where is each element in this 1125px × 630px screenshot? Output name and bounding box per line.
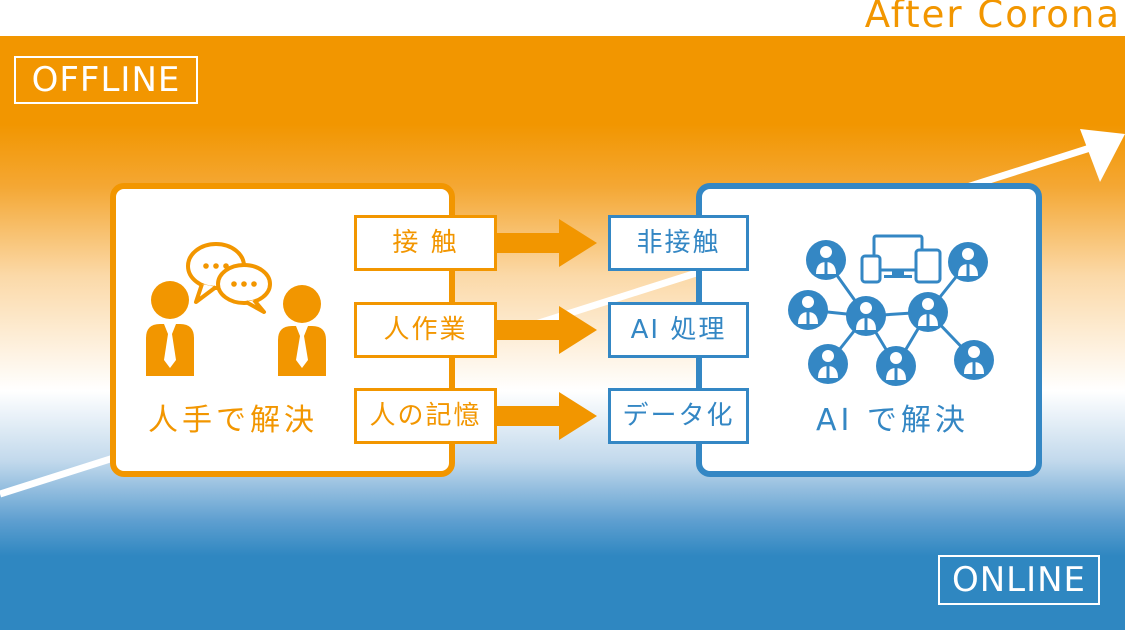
before-item-manual-work: 人作業 xyxy=(354,302,497,358)
manual-solution-label: 人手で解決 xyxy=(148,403,318,438)
chat-bubbles-icon xyxy=(186,242,272,314)
online-tag: ONLINE xyxy=(938,555,1100,605)
devices-icon xyxy=(860,234,942,284)
after-corona-label: After Corona xyxy=(864,0,1121,36)
after-item-datafication: データ化 xyxy=(608,388,749,444)
offline-tag: OFFLINE xyxy=(14,56,198,104)
arrow-right-icon xyxy=(497,392,597,440)
after-item-ai-processing: AI 処理 xyxy=(608,302,749,358)
before-item-human-memory: 人の記憶 xyxy=(354,388,497,444)
after-item-contactless: 非接触 xyxy=(608,215,749,271)
arrow-right-icon xyxy=(497,306,597,354)
arrow-right-icon xyxy=(497,219,597,267)
businessman-icon xyxy=(278,285,326,376)
businessman-icon xyxy=(146,281,194,376)
before-item-contact: 接 触 xyxy=(354,215,497,271)
ai-solution-label: AI で解決 xyxy=(816,403,969,438)
people-network-icon xyxy=(788,234,994,386)
